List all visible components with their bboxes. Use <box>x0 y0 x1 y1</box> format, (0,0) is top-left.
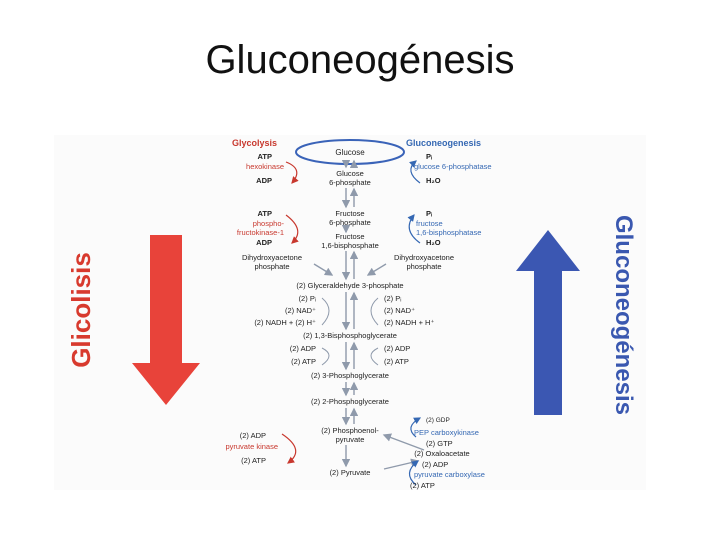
pc-label: pyruvate carboxylase <box>414 470 485 479</box>
f6p-label-1: Fructose <box>335 209 364 218</box>
g6p-label-2: 6-phosphate <box>329 178 371 187</box>
dhap-left-1: Dihydroxyacetone <box>242 253 302 262</box>
left-adp2: ADP <box>256 238 272 247</box>
pfk-label-1: phospho- <box>253 219 285 228</box>
gluconeogenesis-header: Gluconeogenesis <box>406 138 481 148</box>
right-h2o1: H₂O <box>426 176 441 185</box>
oaa-label: (2) Oxaloacetate <box>414 449 469 458</box>
left-atp3: (2) ATP <box>291 357 316 366</box>
left-nadh: (2) NADH + (2) H⁺ <box>254 318 316 327</box>
glicolisis-label: Glicolisis <box>66 252 96 368</box>
fbpase-label-1: fructose <box>416 219 443 228</box>
dhap-right-1: Dihydroxyacetone <box>394 253 454 262</box>
pg3-label: (2) 3-Phosphoglycerate <box>311 371 389 380</box>
g6p-label-1: Glucose <box>336 169 364 178</box>
left-adp4: (2) ADP <box>240 431 266 440</box>
bpg-label: (2) 1,3-Bisphosphoglycerate <box>303 331 397 340</box>
pep-label-1: (2) Phosphoenol- <box>321 426 379 435</box>
left-atp4: (2) ATP <box>241 456 266 465</box>
left-adp3: (2) ADP <box>290 344 316 353</box>
right-pi: (2) Pᵢ <box>384 294 401 303</box>
left-adp1: ADP <box>256 176 272 185</box>
left-atp1: ATP <box>258 152 272 161</box>
f6p-label-2: 6-phosphate <box>329 218 371 227</box>
left-nad: (2) NAD⁺ <box>285 306 316 315</box>
glycolysis-arcs <box>281 161 299 464</box>
right-nadh: (2) NADH + H⁺ <box>384 318 434 327</box>
fbp-label-1: Fructose <box>335 232 364 241</box>
slide-title: Gluconeogénesis <box>205 38 515 82</box>
left-atp2: ATP <box>258 209 272 218</box>
pk-label: pyruvate kinase <box>225 442 278 451</box>
dhap-right-2: phosphate <box>406 262 441 271</box>
g6pase-label: glucose 6-phosphatase <box>414 162 492 171</box>
pathway-diagram: Glicolisis Gluconeogénesis Glycolysis Gl… <box>66 138 637 490</box>
right-adp: (2) ADP <box>384 344 410 353</box>
pep-label-2: pyruvate <box>336 435 365 444</box>
right-atp2: (2) ATP <box>410 481 435 490</box>
fbpase-label-2: 1,6-bisphosphatase <box>416 228 481 237</box>
gluconeogenesis-arcs <box>407 160 422 486</box>
glycolysis-big-arrow <box>132 235 200 405</box>
glycolysis-header: Glycolysis <box>232 138 277 148</box>
right-atp: (2) ATP <box>384 357 409 366</box>
right-pi2: Pᵢ <box>426 209 432 218</box>
hexokinase-label: hexokinase <box>246 162 284 171</box>
fbp-label-2: 1,6-bisphosphate <box>321 241 379 250</box>
right-h2o2: H₂O <box>426 238 441 247</box>
g3p-label: (2) Glyceraldehyde 3-phosphate <box>296 281 403 290</box>
right-gdp: (2) GDP <box>426 417 450 424</box>
pg2-label: (2) 2-Phosphoglycerate <box>311 397 389 406</box>
gluconeogenesis-big-arrow <box>516 230 580 415</box>
left-pi: (2) Pᵢ <box>299 294 316 303</box>
right-nad: (2) NAD⁺ <box>384 306 415 315</box>
right-gtp: (2) GTP <box>426 439 453 448</box>
pfk-label-2: fructokinase-1 <box>237 228 284 237</box>
cofactor-arcs <box>321 297 379 366</box>
glucose-label: Glucose <box>335 148 365 157</box>
right-pi1: Pᵢ <box>426 152 432 161</box>
pathway-figure: Glicolisis Gluconeogénesis Glycolysis Gl… <box>54 135 646 490</box>
pyr-label: (2) Pyruvate <box>330 468 371 477</box>
right-adp2: (2) ADP <box>422 460 448 469</box>
dhap-left-2: phosphate <box>254 262 289 271</box>
gluconeogenesis-side-label: Gluconeogénesis <box>610 215 637 415</box>
pepck-label: PEP carboxykinase <box>414 428 479 437</box>
